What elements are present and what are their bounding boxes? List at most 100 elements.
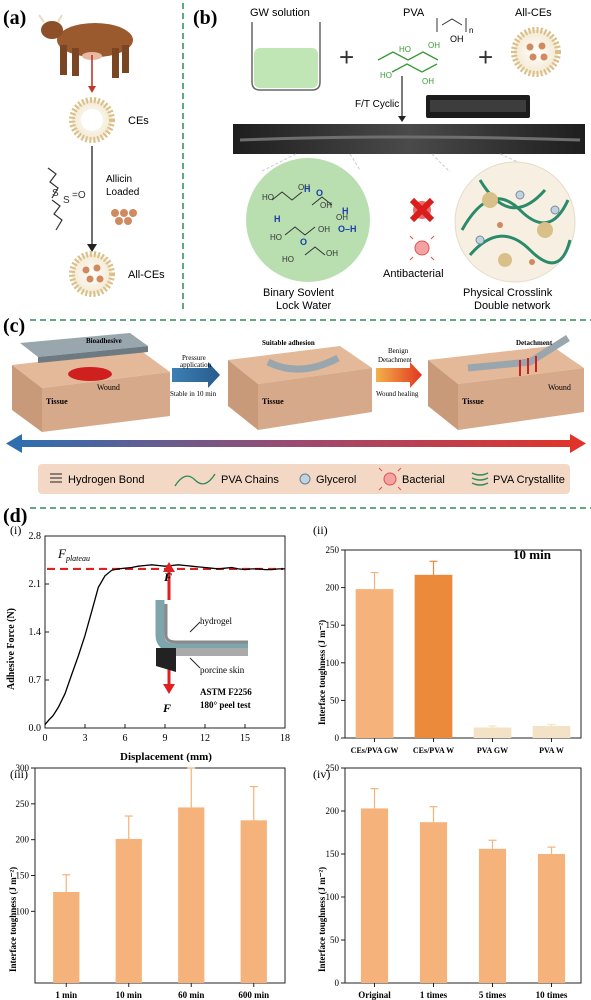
x-tick-label: CEs/PVA W [413,746,454,755]
legend-bacterial: Bacterial [402,474,445,486]
label-antibacterial: Antibacterial [383,268,444,280]
allicin-molecule: S S =O [47,167,86,231]
x-tick-label: PVA W [539,746,564,755]
y-tick-label: 200 [16,835,30,845]
x-tick-label: 1 times [420,990,448,1000]
bar [532,725,571,738]
all-ces-vesicle [69,251,115,297]
x-tick-label: 18 [280,733,290,744]
panel-b: (b) GW solution + PVA n OH HO OH HO OH +… [193,7,585,312]
y-tick-label: 0.7 [29,675,42,686]
bar [478,848,507,983]
label-pva-oh: OH [450,34,464,44]
y-tick-label: 1.4 [29,627,42,638]
y-tick-label: 300 [16,763,30,773]
svg-text:O: O [316,188,323,198]
panel-c: (c) Bioadhesive Tissue Wound Pressure ap… [3,315,586,494]
y-tick-label: 150 [326,620,340,630]
y-tick-label: 0 [335,978,340,988]
plot-frame [344,767,582,984]
svg-text:H: H [274,214,281,224]
bacteria-blocked-icon [409,197,435,223]
label-antifreezing: Antifreezing (-20°C) [32,432,93,440]
x-tick-label: PVA GW [477,746,508,755]
inset-f-bottom: F [162,701,171,715]
x-tick-label: 3 [83,733,88,744]
y-tick-label: 200 [326,583,340,593]
label-application: application [180,361,212,369]
label-pva-n: n [469,26,473,35]
label-long-term: Long-term mositure [262,432,322,440]
x-tick-label: 10 min [116,990,142,1000]
svg-text:H: H [304,184,311,194]
legend-bacterial-icon [378,467,402,491]
svg-text:OH: OH [318,225,330,234]
x-tick-label: 10 times [536,990,568,1000]
label-wound-3: Wound [548,383,571,392]
x-tick-label: CEs/PVA GW [351,746,399,755]
label-bioadhesive: Bioadhesive [86,337,122,345]
svg-text:OH: OH [320,201,332,210]
panel-label-ii: (ii) [313,523,328,537]
svg-text:O: O [300,237,307,247]
x-tick-label: Original [358,990,391,1000]
y-tick-label: 50 [330,695,340,705]
panel-label-iii: (iii) [10,767,28,781]
bar [419,822,448,983]
plateau-label: Fplateau [57,546,90,563]
y-tick-label: 100 [326,892,340,902]
plus-1: + [339,42,354,72]
x-tick-label: 0 [43,733,48,744]
label-stable: Stable in 10 min [170,390,217,398]
y-tick-label: 0.0 [29,723,42,734]
svg-text:HO: HO [380,71,392,80]
chart-iii: (iii) Interface toughness (J m⁻²) 100150… [8,763,286,1000]
label-lock-water: Lock Water [276,300,332,312]
svg-text:S: S [52,188,59,199]
arrow-pressure [172,362,220,388]
inset-f-top: F [163,570,172,584]
legend-glycerol-icon [299,473,311,485]
tissue-block-3 [428,335,584,430]
bar [355,589,394,738]
label-pva: PVA [403,7,425,19]
panel-a: (a) CEs S S =O Allicin [3,7,165,297]
svg-text:OH: OH [298,183,310,192]
label-tissue-2: Tissue [262,397,284,406]
x-tick-label: 5 times [479,990,507,1000]
ces-vesicle [69,97,115,143]
bar [240,820,267,983]
label-loaded: Loaded [106,187,139,198]
svg-text:HO: HO [270,233,282,242]
label-double-network: Double network [474,300,551,312]
panel-label-c: (c) [3,315,25,337]
y-tick-label: 0 [335,733,340,743]
label-ft-cyclic: F/T Cyclic [355,99,399,110]
x-tick-label: 9 [163,733,168,744]
y-tick-label: 2.1 [29,579,42,590]
svg-text:HO: HO [262,193,274,202]
svg-text:OH: OH [428,41,440,50]
panel-label-a: (a) [3,7,26,29]
y-tick-label: 2.8 [29,531,42,542]
label-gw-solution: GW solution [250,7,310,19]
label-all-ces-a: All-CEs [128,269,165,281]
panel-label-iv: (iv) [313,767,330,781]
panel-label-i: (i) [10,523,21,537]
label-physical-crosslink: Physical Crosslink [463,287,553,299]
all-ces-cluster [511,27,561,77]
y-tick-label: 250 [16,799,30,809]
chart-iii-ylabel: Interface toughness (J m⁻²) [8,867,18,972]
y-tick-label: 250 [326,545,340,555]
label-suitable: Suitable adhesion [262,339,315,347]
svg-text:OH: OH [336,213,348,222]
svg-text:H: H [342,206,349,216]
x-tick-label: 600 min [238,990,269,1000]
chart-i-ylabel: Adhesive Force (N) [6,608,17,690]
tissue-block-1 [12,333,170,432]
svg-text:S: S [63,195,70,206]
